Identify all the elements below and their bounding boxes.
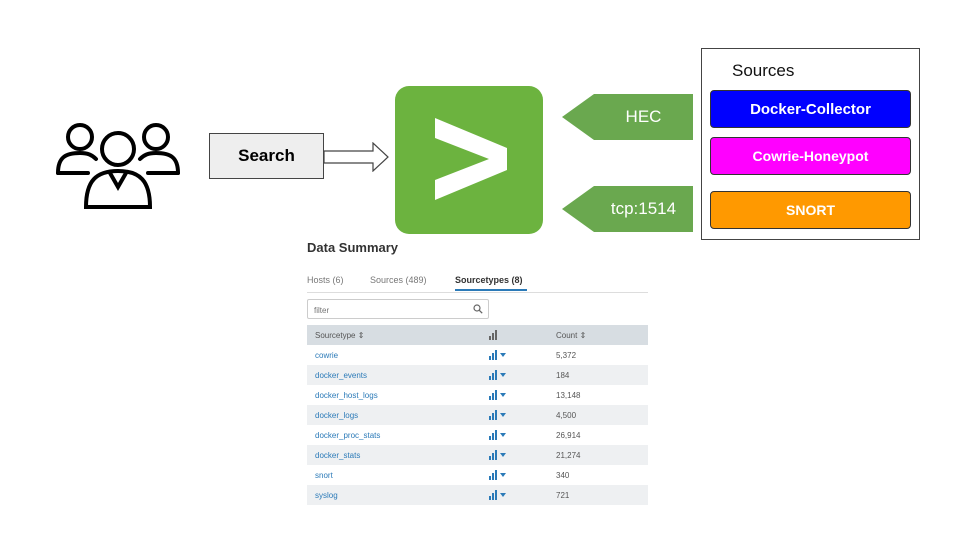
filter-field[interactable] <box>307 299 489 319</box>
col-count[interactable]: Count ⇕ <box>556 331 587 340</box>
bar-chart-icon <box>489 330 497 340</box>
data-summary-tabs: Hosts (6) Sources (489) Sourcetypes (8) <box>307 270 648 293</box>
tab-hosts[interactable]: Hosts (6) <box>307 275 344 285</box>
hec-label: HEC <box>625 107 662 126</box>
sourcetype-link[interactable]: snort <box>315 471 333 480</box>
count-value: 184 <box>556 371 570 380</box>
count-value: 4,500 <box>556 411 577 420</box>
sourcetype-table: Sourcetype ⇕ Count ⇕ cowrie 5,372 docker… <box>307 325 648 505</box>
count-value: 721 <box>556 491 570 500</box>
chart-dropdown-icon[interactable] <box>489 350 509 360</box>
sourcetype-link[interactable]: docker_proc_stats <box>315 431 381 440</box>
chart-dropdown-icon[interactable] <box>489 430 509 440</box>
splunk-chevron-icon <box>395 86 543 234</box>
source-cowrie-honeypot: Cowrie-Honeypot <box>710 137 911 175</box>
sourcetype-link[interactable]: docker_events <box>315 371 368 380</box>
tab-sourcetypes[interactable]: Sourcetypes (8) <box>455 275 523 285</box>
active-tab-indicator <box>455 289 527 291</box>
sourcetype-link[interactable]: cowrie <box>315 351 339 360</box>
sources-title: Sources <box>732 61 795 80</box>
col-sourcetype[interactable]: Sourcetype ⇕ <box>315 331 365 340</box>
chart-dropdown-icon[interactable] <box>489 370 509 380</box>
table-row: docker_stats 21,274 <box>307 445 648 465</box>
sourcetype-link[interactable]: docker_logs <box>315 411 359 420</box>
sourcetype-link[interactable]: syslog <box>315 491 338 500</box>
hec-input-arrow: HEC <box>560 94 693 140</box>
table-row: docker_logs 4,500 <box>307 405 648 425</box>
search-button[interactable]: Search <box>209 133 324 179</box>
filter-input[interactable] <box>312 302 466 318</box>
chart-dropdown-icon[interactable] <box>489 410 509 420</box>
tab-sources[interactable]: Sources (489) <box>370 275 427 285</box>
chart-dropdown-icon[interactable] <box>489 490 509 500</box>
tcp-input-arrow: tcp:1514 <box>560 186 693 232</box>
tcp-label: tcp:1514 <box>610 199 677 218</box>
count-value: 21,274 <box>556 451 581 460</box>
users-group-icon <box>52 115 184 211</box>
source-docker-collector: Docker-Collector <box>710 90 911 128</box>
chart-dropdown-icon[interactable] <box>489 450 509 460</box>
table-row: docker_host_logs 13,148 <box>307 385 648 405</box>
table-row: snort 340 <box>307 465 648 485</box>
table-row: docker_proc_stats 26,914 <box>307 425 648 445</box>
data-summary-title: Data Summary <box>307 240 399 255</box>
table-row: syslog 721 <box>307 485 648 505</box>
count-value: 26,914 <box>556 431 581 440</box>
chart-dropdown-icon[interactable] <box>489 470 509 480</box>
table-row: cowrie 5,372 <box>307 345 648 365</box>
sourcetype-link[interactable]: docker_stats <box>315 451 361 460</box>
sources-panel: Sources Docker-Collector Cowrie-Honeypot… <box>701 48 920 240</box>
search-label: Search <box>238 146 295 165</box>
sourcetype-link[interactable]: docker_host_logs <box>315 391 378 400</box>
table-header: Sourcetype ⇕ Count ⇕ <box>307 325 648 345</box>
search-icon <box>473 304 483 314</box>
table-row: docker_events 184 <box>307 365 648 385</box>
search-arrow-icon <box>323 141 389 173</box>
count-value: 340 <box>556 471 570 480</box>
chart-dropdown-icon[interactable] <box>489 390 509 400</box>
count-value: 13,148 <box>556 391 581 400</box>
source-snort: SNORT <box>710 191 911 229</box>
count-value: 5,372 <box>556 351 577 360</box>
